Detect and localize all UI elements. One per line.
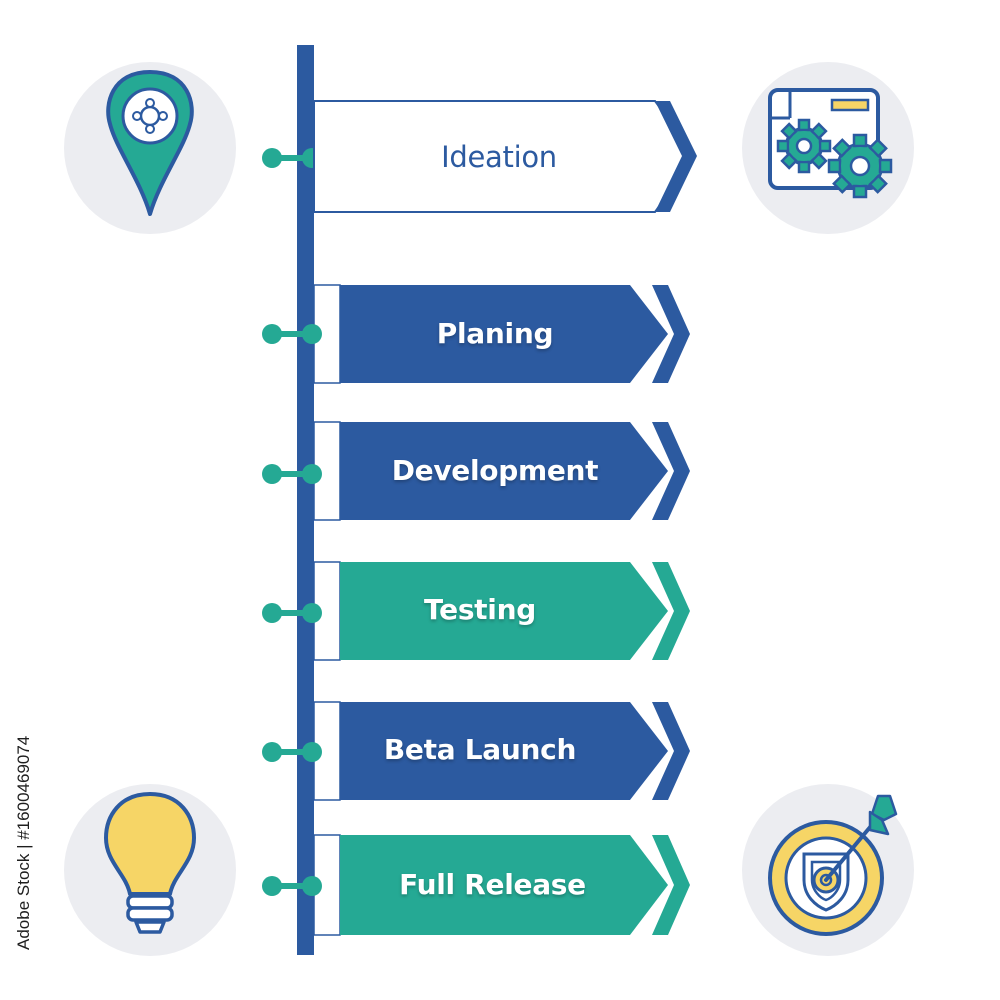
step-development-shape — [262, 421, 690, 521]
step-planing-shape — [262, 284, 690, 384]
map-pin-icon — [64, 62, 236, 234]
side-credit-text: Adobe Stock | #1600469074 — [14, 735, 33, 950]
step-ideation: Ideation — [0, 100, 1000, 215]
timeline-pole — [297, 45, 314, 955]
light-bulb-icon — [64, 784, 236, 956]
step-testing-shape — [262, 561, 690, 661]
step-beta-launch-shape — [262, 701, 690, 801]
step-ideation-shape — [262, 100, 697, 213]
step-label: Development — [391, 454, 599, 487]
step-beta-launch: Beta Launch — [0, 700, 1000, 802]
settings-window-icon — [742, 62, 914, 234]
step-full-release: Full Release — [0, 833, 1000, 937]
step-label: Planing — [436, 317, 554, 350]
step-label: Ideation — [441, 140, 557, 174]
step-planing: Planing — [0, 283, 1000, 385]
step-development: Development — [0, 420, 1000, 522]
step-label: Full Release — [399, 868, 586, 901]
step-label: Beta Launch — [383, 733, 577, 766]
step-label: Testing — [424, 593, 536, 626]
side-credit: Adobe Stock | #1600469074 — [14, 736, 38, 950]
step-full-release-shape — [262, 834, 690, 936]
target-dart-icon — [742, 784, 914, 956]
step-testing: Testing — [0, 560, 1000, 662]
